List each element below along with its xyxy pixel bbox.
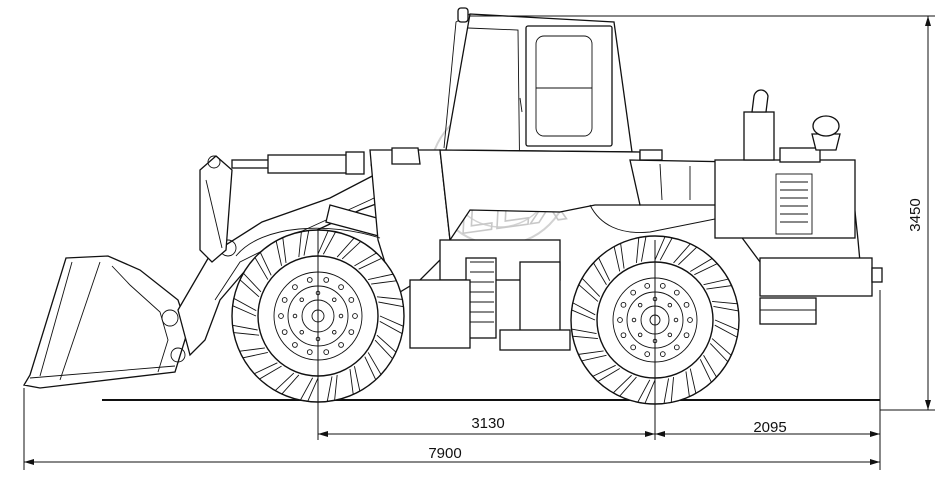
tilt-cylinder bbox=[231, 151, 386, 175]
operator-cab bbox=[443, 7, 633, 199]
dimension-lines bbox=[23, 15, 935, 470]
wheelbase-dimension-label: 3130 bbox=[471, 415, 504, 432]
overall-length-dimension-label: 7900 bbox=[428, 445, 461, 462]
bucket bbox=[22, 255, 189, 389]
center-body bbox=[409, 149, 721, 351]
front-frame bbox=[235, 147, 451, 296]
rear-overhang-dimension-label: 2095 bbox=[753, 419, 786, 436]
engine-hood bbox=[629, 89, 883, 325]
overall-height-dimension-label: 3450 bbox=[907, 198, 924, 231]
lift-linkage bbox=[199, 155, 233, 263]
